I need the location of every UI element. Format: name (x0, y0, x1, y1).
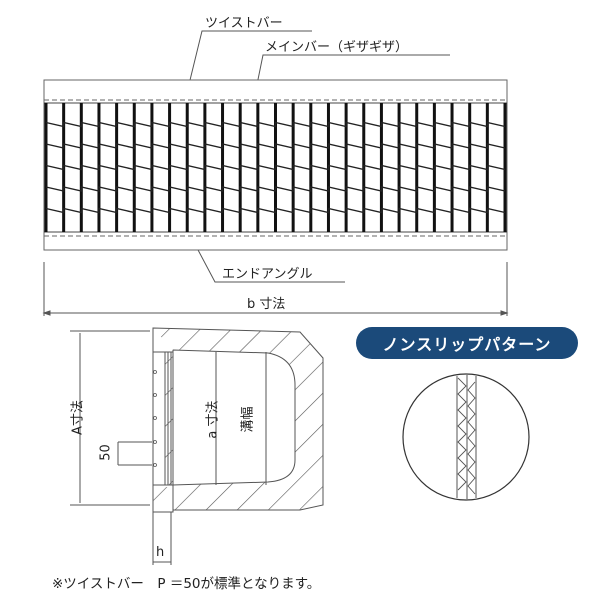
a-dimension-label: a 寸法 (205, 400, 221, 439)
grating-plan-view (43, 79, 508, 251)
footnote: ※ツイストバー P ＝50が標準となります。 (52, 576, 321, 592)
end-angle-label: エンドアングル (222, 267, 313, 282)
pitch-label: 50 (98, 444, 114, 461)
main-bar-label: メインバー（ギザギザ） (265, 40, 409, 55)
groove-width-label: 溝幅 (240, 406, 256, 433)
nonslip-pattern-detail (402, 373, 530, 501)
A-dimension-label: A寸法 (70, 400, 86, 435)
section-view (70, 327, 324, 565)
twist-bar-label: ツイストバー (205, 16, 283, 31)
b-dimension-line (42, 262, 509, 316)
nonslip-badge: ノンスリップパターン (356, 327, 578, 359)
height-label: h (156, 545, 165, 560)
b-dimension-label: b 寸法 (247, 297, 286, 312)
